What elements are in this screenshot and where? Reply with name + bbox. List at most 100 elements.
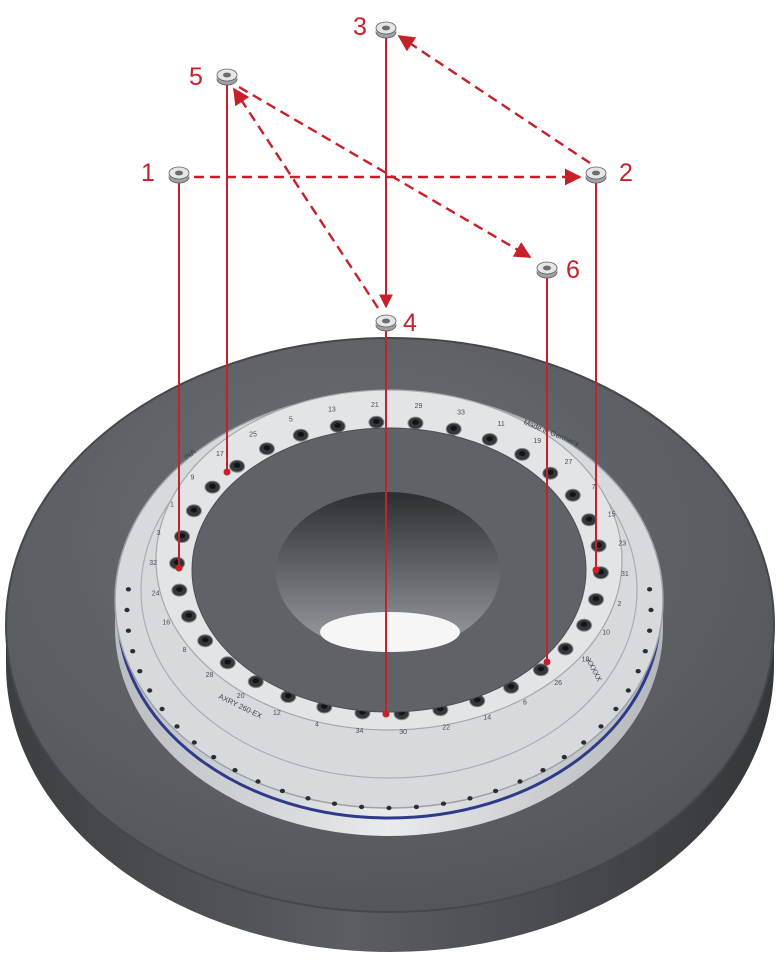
- sequence-arrows: [194, 35, 591, 309]
- outer-mounting-hole: [467, 796, 473, 801]
- bolt-socket: [297, 431, 304, 437]
- outer-mounting-hole: [642, 649, 648, 654]
- outer-mounting-hole: [232, 768, 238, 773]
- step-labels: 1 2 3 4 5 6: [141, 13, 633, 337]
- outer-mounting-hole: [613, 706, 619, 712]
- hole-number-label: 12: [273, 710, 281, 717]
- outer-mounting-hole: [137, 669, 143, 674]
- bolt-socket: [537, 666, 545, 672]
- hole-number-label: 1: [170, 501, 174, 508]
- hole-number-label: 6: [523, 700, 527, 707]
- bolt-socket: [185, 612, 193, 618]
- hole-number-label: 25: [249, 432, 257, 439]
- hole-number-label: 32: [149, 560, 157, 567]
- bolt-socket: [334, 423, 341, 428]
- hole-number-label: 5: [289, 416, 293, 423]
- outer-mounting-hole: [331, 801, 338, 806]
- bolt-socket: [474, 697, 481, 703]
- hole-number-label: 23: [618, 541, 626, 548]
- bolt-socket: [547, 469, 554, 475]
- bolt-marker-6: [543, 658, 551, 666]
- outer-mounting-hole: [174, 724, 180, 729]
- step-label-1: 1: [141, 159, 155, 187]
- hole-number-label: 19: [533, 438, 541, 445]
- hole-number-label: 30: [399, 729, 407, 736]
- washer-6: [536, 261, 558, 279]
- step-label-2: 2: [619, 159, 633, 187]
- arrow-5-to-6: [238, 85, 532, 259]
- hole-number-label: 14: [483, 715, 491, 722]
- bolt-socket: [373, 419, 380, 424]
- bolt-socket: [233, 462, 241, 468]
- outer-mounting-hole: [493, 788, 499, 794]
- outer-mounting-hole: [647, 628, 653, 633]
- bolt-socket: [585, 516, 593, 522]
- outer-mounting-hole: [440, 801, 447, 806]
- outer-hole-row: [124, 587, 654, 811]
- bolt-socket: [285, 693, 292, 699]
- bolt-socket: [202, 637, 209, 643]
- bore-floor: [320, 612, 460, 652]
- outer-mounting-hole: [147, 688, 153, 693]
- bolt-socket: [486, 436, 493, 442]
- hole-number-label: 26: [554, 680, 562, 687]
- bolt-marker-1: [175, 564, 183, 572]
- arrow-4-to-5: [232, 87, 380, 309]
- outer-mounting-hole: [581, 740, 587, 745]
- hole-number-label: 13: [328, 406, 336, 413]
- outer-mounting-hole: [561, 754, 567, 760]
- hole-number-label: 22: [442, 725, 450, 732]
- hole-number-label: 15: [608, 511, 616, 518]
- bolt-marker-4: [382, 710, 390, 718]
- hole-number-label: 8: [182, 647, 186, 654]
- hole-number-label: 33: [457, 409, 465, 416]
- hole-number-label: 10: [602, 630, 610, 637]
- outer-mounting-hole: [386, 805, 392, 811]
- outer-mounting-hole: [125, 628, 131, 633]
- step-label-4: 4: [403, 309, 417, 337]
- bolt-socket: [519, 451, 526, 457]
- washer-5: [216, 68, 238, 86]
- hole-number-label: 20: [237, 693, 245, 700]
- bolt-socket: [412, 419, 419, 425]
- outer-mounting-hole: [211, 754, 217, 760]
- step-label-3: 3: [353, 13, 367, 41]
- arrow-2-to-3: [397, 35, 591, 164]
- step-label-6: 6: [566, 256, 580, 284]
- hole-number-label: 24: [152, 590, 160, 597]
- outer-mounting-hole: [125, 587, 131, 592]
- washer-markers: [168, 21, 607, 332]
- bolt-socket: [224, 659, 231, 665]
- center-bore: [276, 492, 500, 652]
- outer-mounting-hole: [625, 688, 631, 693]
- bolt-socket: [176, 586, 183, 592]
- outer-mounting-hole: [305, 796, 311, 801]
- hole-number-label: 3: [157, 530, 161, 537]
- bolt-socket: [580, 621, 588, 627]
- hole-number-label: 31: [621, 571, 629, 578]
- outer-mounting-hole: [255, 779, 261, 784]
- bolt-socket: [450, 425, 457, 431]
- outer-mounting-hole: [648, 607, 654, 613]
- bolt-indicators: [175, 468, 600, 718]
- bolt-socket: [592, 596, 600, 602]
- base-plate-rim: [5, 337, 775, 913]
- outer-mounting-hole: [191, 740, 197, 745]
- washer-2: [585, 166, 607, 184]
- outer-mounting-hole: [517, 779, 523, 784]
- hole-number-label: 9: [191, 475, 195, 482]
- bolt-socket: [178, 533, 186, 539]
- hole-number-label: 7: [592, 484, 596, 491]
- outer-mounting-hole: [159, 706, 165, 712]
- bolt-socket: [263, 445, 271, 451]
- hole-number-label: 29: [415, 403, 423, 410]
- outer-mounting-hole: [359, 804, 365, 810]
- bolt-socket: [569, 492, 576, 497]
- hole-number-label: 11: [497, 421, 504, 428]
- hole-number-label: 4: [315, 722, 319, 729]
- bolt-socket: [190, 507, 198, 513]
- hole-number-label: 18: [582, 656, 590, 663]
- washer-1: [168, 166, 190, 184]
